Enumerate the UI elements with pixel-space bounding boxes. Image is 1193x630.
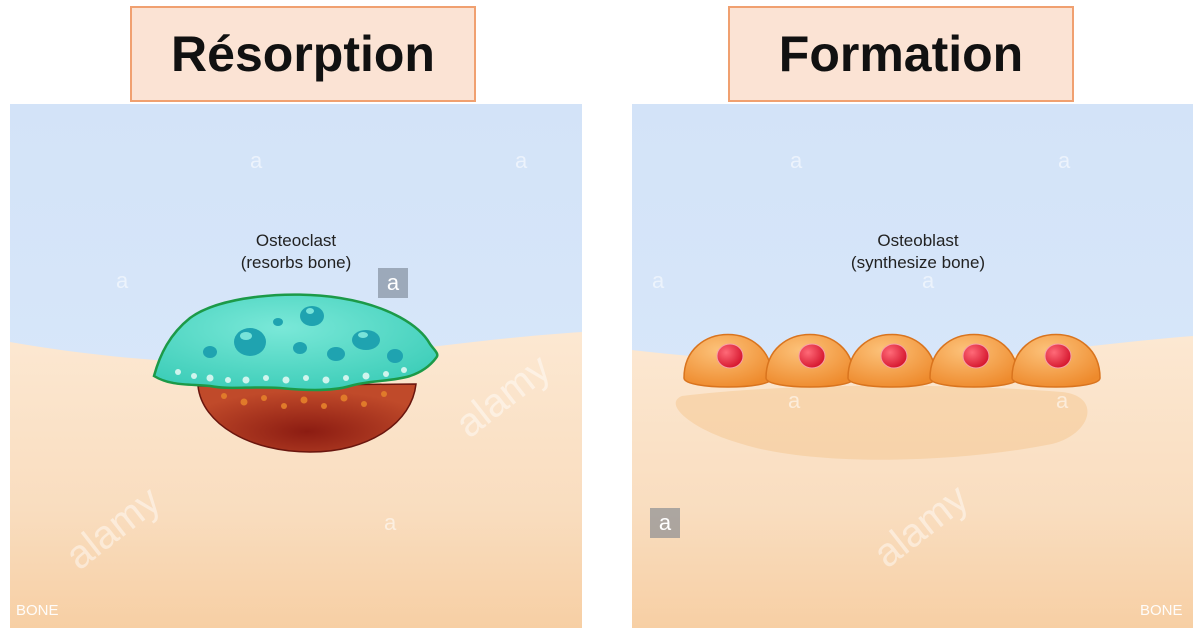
formation-title: Formation <box>728 6 1074 102</box>
watermark-letter: a <box>652 268 664 294</box>
osteoblast-name: Osteoblast <box>808 230 1028 252</box>
osteoblast-nucleus <box>717 344 743 368</box>
watermark-letter: a <box>384 510 396 536</box>
formation-panel: Osteoblast (synthesize bone) BONE a a a … <box>632 104 1193 628</box>
bone-label-right: BONE <box>1140 602 1183 619</box>
watermark-letter: a <box>250 148 262 174</box>
osteoblast-row <box>684 335 1100 388</box>
watermark-letter: a <box>1058 148 1070 174</box>
watermark-logo-box: a <box>378 268 408 298</box>
watermark-letter: a <box>116 268 128 294</box>
watermark-logo-box: a <box>650 508 680 538</box>
resorption-title: Résorption <box>130 6 476 102</box>
bone-label-left: BONE <box>16 602 59 619</box>
osteoblast-nucleus <box>799 344 825 368</box>
osteoclast-name: Osteoclast <box>196 230 396 252</box>
watermark-letter: a <box>790 148 802 174</box>
watermark-letter: a <box>788 388 800 414</box>
osteoblast-nucleus <box>881 344 907 368</box>
osteoclast-caption: (resorbs bone) <box>196 252 396 274</box>
resorption-panel: Osteoclast (resorbs bone) BONE a a a a a… <box>10 104 582 628</box>
osteoblast-nucleus <box>963 344 989 368</box>
watermark-letter: a <box>922 268 934 294</box>
watermark-letter: a <box>1056 388 1068 414</box>
osteoblast-caption: (synthesize bone) <box>808 252 1028 274</box>
osteoblast-nucleus <box>1045 344 1071 368</box>
watermark-letter: a <box>515 148 527 174</box>
osteoblast-label: Osteoblast (synthesize bone) <box>808 230 1028 274</box>
osteoclast-label: Osteoclast (resorbs bone) <box>196 230 396 274</box>
